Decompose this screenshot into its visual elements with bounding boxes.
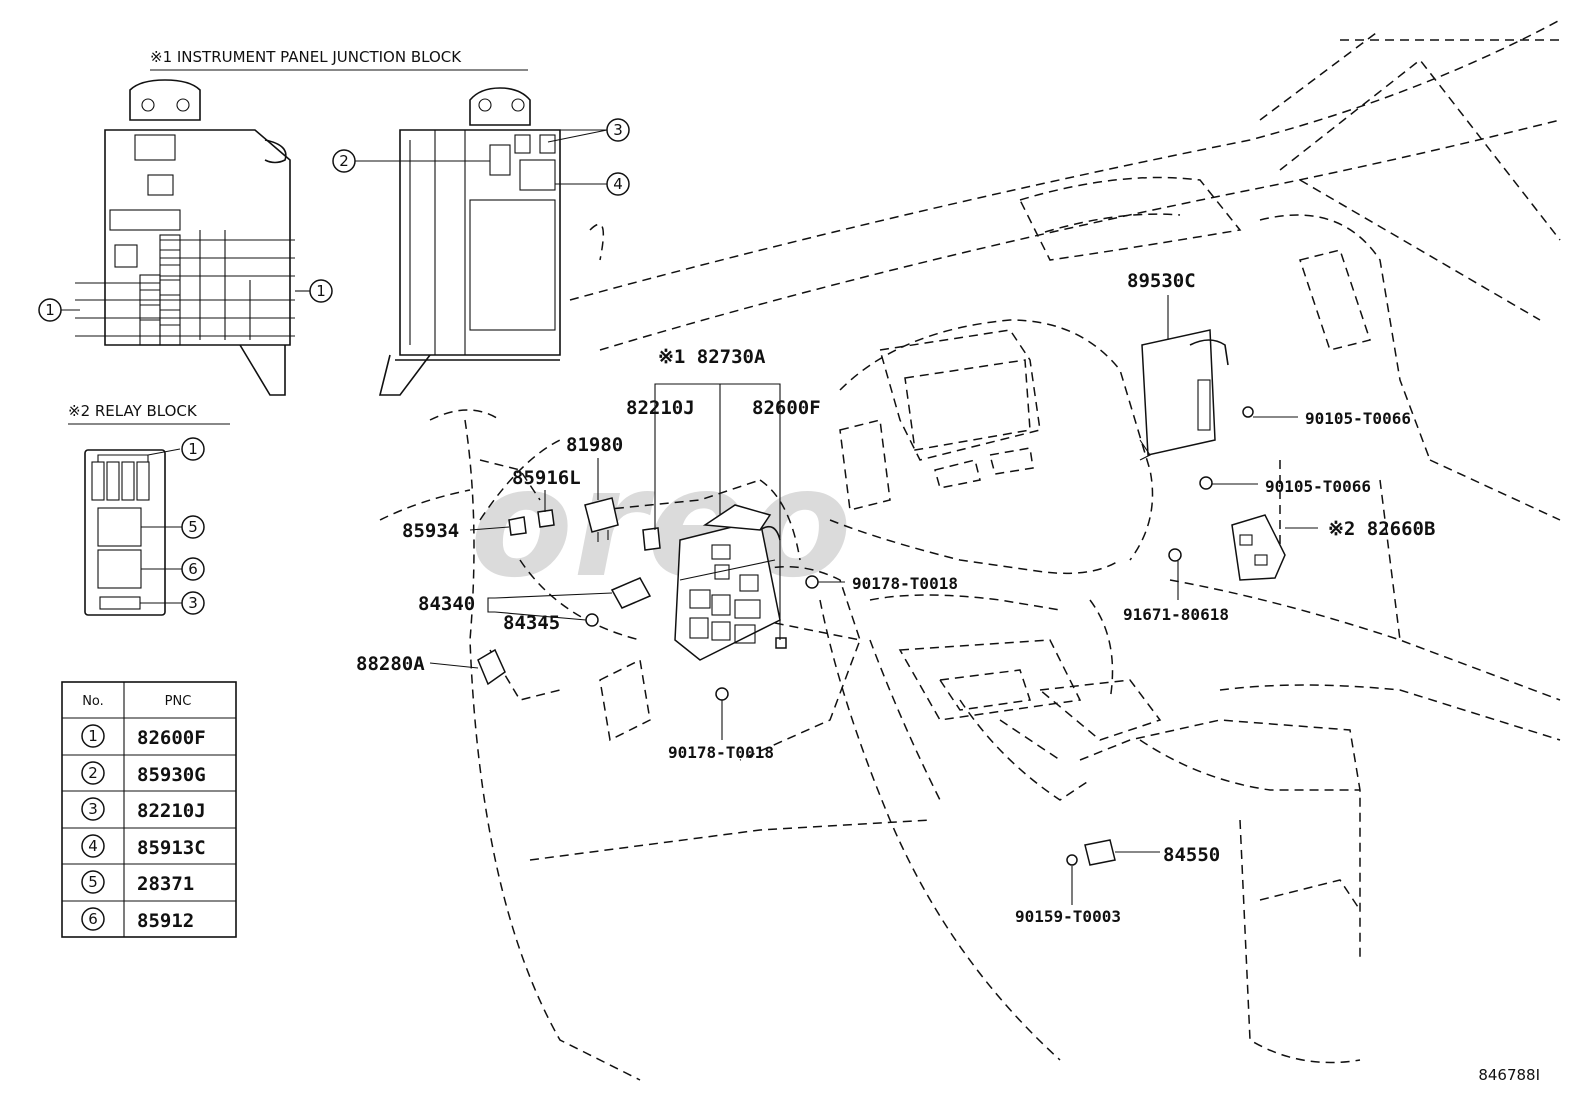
table-row-pnc: 85913C [137,837,206,859]
figure-id: 846788I [1478,1066,1540,1084]
dashboard-outline [379,19,1561,1081]
table-row-no: 1 [88,727,98,745]
junction-block-front-view: 1 1 [38,79,333,396]
label-89530C: 89530C [1127,270,1196,292]
relay-block-drawing: 1 5 6 3 [84,437,205,616]
callout-3-junction: 3 [613,121,623,139]
callout-2: 2 [339,152,349,170]
leader-lines [429,295,1318,905]
table-header-no: No. [82,694,104,709]
label-82210J: 82210J [626,397,695,419]
label-82730A: ※1 82730A [658,346,766,368]
small-parts [477,329,1286,866]
callout-3-relay: 3 [188,594,198,612]
label-85916L: 85916L [512,467,581,489]
callout-6: 6 [188,560,198,578]
junction-block-side-view: 2 3 4 [332,87,630,396]
label-90178-T0018-a: 90178-T0018 [852,574,958,593]
label-88280A: 88280A [356,653,425,675]
label-91671-80618: 91671-80618 [1123,605,1229,624]
label-82660B: ※2 82660B [1328,518,1435,540]
callout-5: 5 [188,518,198,536]
table-row-no: 4 [88,837,98,855]
callout-1-junction: 1 [316,282,326,300]
label-90178-T0018-b: 90178-T0018 [668,743,774,762]
table-row-no: 3 [88,800,98,818]
label-90159-T0003: 90159-T0003 [1015,907,1121,926]
label-84550: 84550 [1163,844,1220,866]
label-82600F: 82600F [752,397,821,419]
table-row-no: 6 [88,910,98,928]
table-row-pnc: 85912 [137,910,194,932]
pnc-table: No. PNC 1 82600F 2 85930G 3 82210J 4 859… [61,681,237,938]
table-row-no: 2 [88,764,98,782]
part-labels: ※1 82730A 82210J 82600F 81980 85916L 859… [356,270,1435,926]
table-row-pnc: 85930G [137,764,206,786]
callout-1-junction-left: 1 [45,301,55,319]
relay-block-title: ※2 RELAY BLOCK [68,402,198,420]
junction-block-installed [674,504,787,661]
label-84345: 84345 [503,612,560,634]
callout-1-relay: 1 [188,440,198,458]
label-85934: 85934 [402,520,459,542]
junction-block-title: ※1 INSTRUMENT PANEL JUNCTION BLOCK [150,48,462,66]
callout-4: 4 [613,175,623,193]
table-row-pnc: 82600F [137,727,206,749]
label-81980: 81980 [566,434,623,456]
watermark: oreo [470,437,852,611]
label-90105-T0066-b: 90105-T0066 [1265,477,1371,496]
label-84340: 84340 [418,593,475,615]
label-90105-T0066-a: 90105-T0066 [1305,409,1411,428]
table-row-no: 5 [88,873,98,891]
table-row-pnc: 82210J [137,800,206,822]
table-row-pnc: 28371 [137,873,194,895]
table-header-pnc: PNC [165,694,192,709]
